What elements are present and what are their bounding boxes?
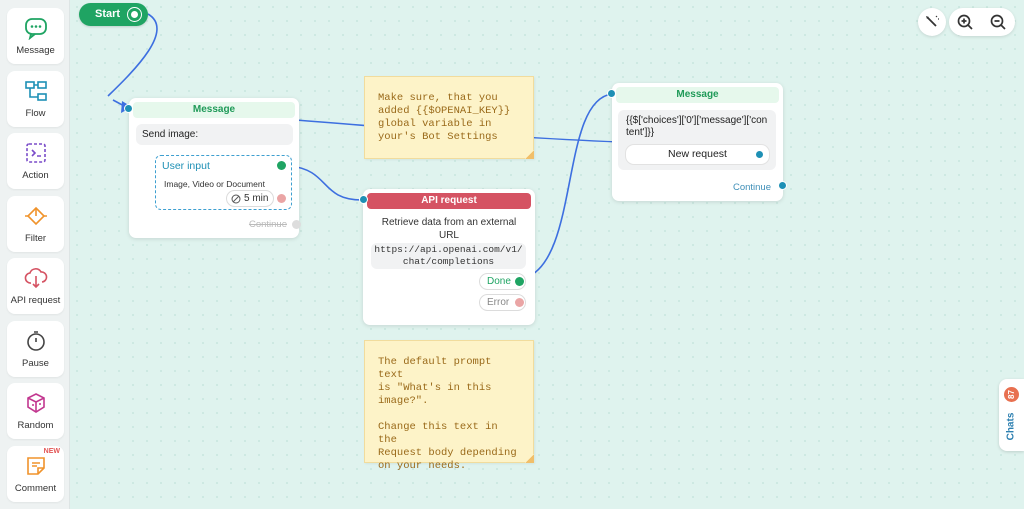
palette-action-label: Action [22, 170, 49, 181]
edge-done-to-message2 [524, 93, 613, 279]
zoom-in-icon [957, 14, 973, 30]
palette-filter[interactable]: Filter [7, 196, 64, 252]
comment-icon [27, 457, 45, 475]
palette-pause[interactable]: Pause [7, 321, 64, 377]
done-label: Done [487, 276, 511, 287]
palette-flow[interactable]: Flow [7, 71, 64, 127]
pause-icon [27, 331, 45, 351]
error-pill[interactable]: Error [479, 294, 526, 311]
message-2-continue-port[interactable] [778, 181, 787, 190]
api-request-icon [24, 268, 48, 289]
palette-random[interactable]: Random [7, 383, 64, 439]
api-request-title: API request [367, 193, 531, 209]
timeout-output-port[interactable] [277, 194, 286, 203]
palette-filter-label: Filter [24, 233, 47, 244]
zoom-in-button[interactable] [949, 8, 982, 36]
user-input-hint: Image, Video or Document [164, 179, 265, 189]
new-request-button[interactable]: New request [626, 145, 769, 164]
timer-off-icon [231, 194, 241, 204]
user-input-label: User input [162, 160, 210, 172]
done-output-port[interactable] [515, 277, 524, 286]
user-input-box[interactable]: User input Image, Video or Document 5 mi… [155, 155, 292, 210]
random-icon [27, 393, 45, 413]
palette-flow-label: Flow [25, 108, 46, 119]
zoom-controls [949, 8, 1015, 36]
chats-tab[interactable]: 87 Chats [999, 379, 1024, 451]
zoom-out-icon [990, 14, 1006, 30]
filter-icon [25, 206, 47, 226]
sticky-note-prompt[interactable]: The default prompt text is "What's in th… [364, 340, 534, 472]
palette-api-request[interactable]: API request [7, 258, 64, 314]
palette-api-request-label: API request [10, 295, 61, 306]
error-label: Error [487, 297, 510, 308]
palette-message[interactable]: Message [7, 8, 64, 64]
timeout-pill[interactable]: 5 min [226, 190, 274, 207]
note-fold [525, 150, 534, 159]
palette-message-label: Message [16, 45, 55, 56]
palette-action[interactable]: Action [7, 133, 64, 189]
done-pill[interactable]: Done [479, 273, 526, 290]
palette-pause-label: Pause [22, 358, 49, 369]
new-request-port[interactable] [755, 150, 764, 159]
node-palette-sidebar: Message Flow Action Filter API request [0, 0, 70, 509]
edge-userinput-to-api [289, 165, 363, 201]
message-2-text-value: {{$['choices']['0']['message']['content'… [626, 115, 768, 138]
edge-start-to-message [107, 13, 158, 97]
zoom-out-button[interactable] [982, 8, 1015, 36]
new-request-label: New request [668, 148, 727, 160]
note-fold [525, 454, 534, 463]
palette-comment[interactable]: NEW Comment [7, 446, 64, 502]
chats-count-badge: 87 [1004, 387, 1019, 402]
start-output-port[interactable] [128, 8, 141, 21]
message-node-response[interactable]: Message {{$['choices']['0']['message']['… [607, 83, 787, 201]
continue-label: Continue [248, 219, 287, 230]
start-node[interactable]: Start [79, 3, 148, 26]
start-label: Start [95, 8, 121, 20]
message-2-continue-label: Continue [732, 182, 771, 193]
message-node-2-title: Message [616, 87, 779, 103]
api-input-port[interactable] [359, 195, 368, 204]
chats-label: Chats [1005, 412, 1017, 441]
error-output-port[interactable] [515, 298, 524, 307]
api-request-node[interactable]: API request Retrieve data from an extern… [359, 189, 535, 325]
user-input-output-port[interactable] [277, 161, 286, 170]
message-icon [25, 18, 47, 40]
flow-icon [25, 81, 47, 101]
message-node-input-port[interactable] [124, 104, 133, 113]
new-badge: NEW [43, 448, 60, 455]
message-node-2-input-port[interactable] [607, 89, 616, 98]
sticky-note-openai-key[interactable]: Make sure, that you added {{$OPENAI_KEY}… [364, 76, 534, 159]
palette-random-label: Random [17, 420, 54, 431]
action-icon [26, 143, 46, 163]
timeout-value: 5 min [244, 193, 269, 204]
continue-port[interactable] [292, 220, 301, 229]
auto-layout-icon [926, 15, 939, 27]
api-url: https://api.openai.com/v1/chat/completio… [371, 243, 526, 269]
auto-layout-button[interactable] [918, 8, 946, 36]
message-node-title: Message [133, 102, 295, 118]
message-node-send-image[interactable]: Message Send image: User input Image, Vi… [124, 98, 301, 238]
api-description: Retrieve data from an external URL [381, 217, 517, 241]
palette-comment-label: Comment [14, 483, 57, 494]
message-text: Send image: [136, 124, 293, 145]
